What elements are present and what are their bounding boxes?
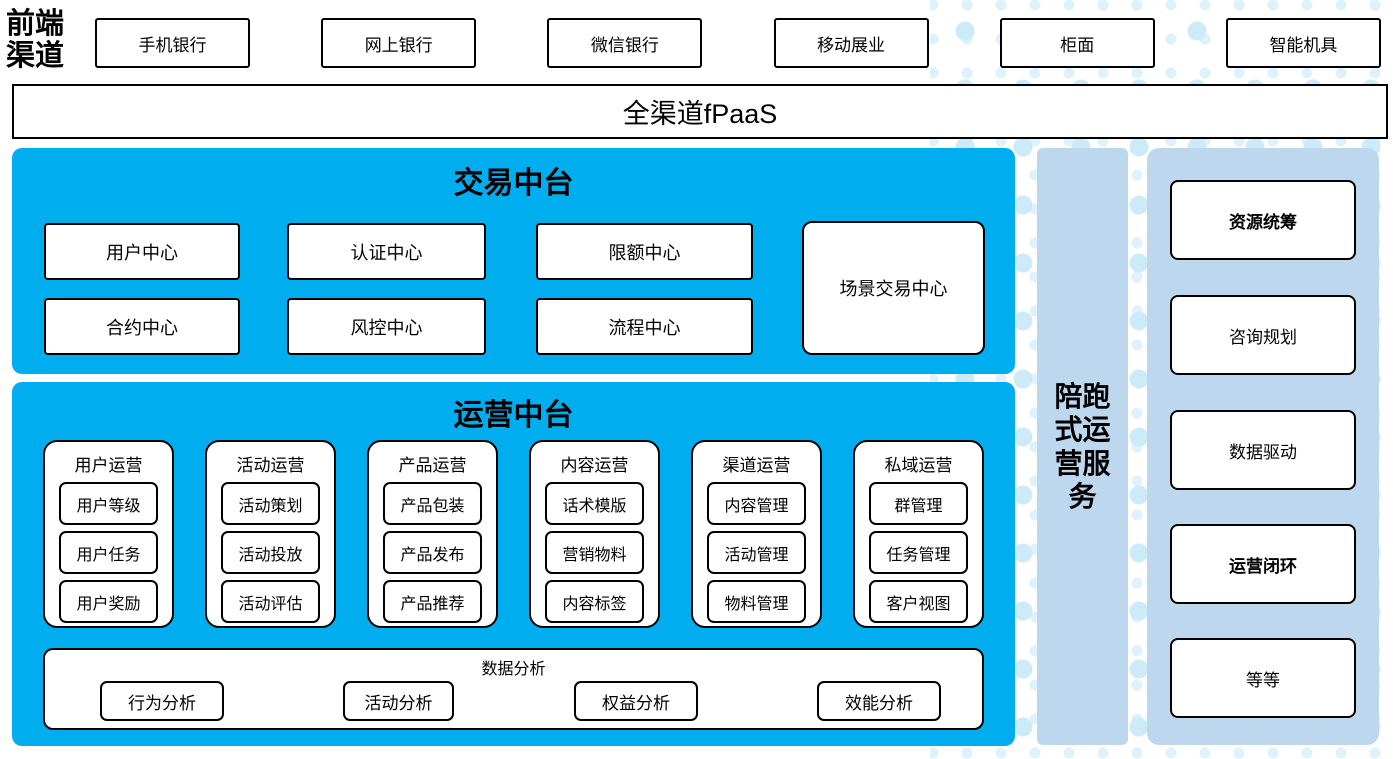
analysis-box-efficiency: 效能分析 bbox=[817, 681, 941, 721]
ops-item: 内容标签 bbox=[545, 580, 644, 623]
right-service-panel: 资源统筹 咨询规划 数据驱动 运营闭环 等等 bbox=[1147, 148, 1379, 745]
operation-platform-block: 运营中台 用户运营 用户等级 用户任务 用户奖励 活动运营 活动策划 活动投放 … bbox=[12, 382, 1015, 746]
ops-item: 活动管理 bbox=[707, 531, 806, 574]
center-box-limit: 限额中心 bbox=[536, 223, 753, 280]
ops-item: 产品包装 bbox=[383, 482, 482, 525]
center-box-contract: 合约中心 bbox=[44, 298, 240, 355]
fpaas-bar: 全渠道fPaaS bbox=[12, 84, 1388, 139]
right-panel-box-operation-loop: 运营闭环 bbox=[1170, 524, 1356, 604]
analysis-box-rights: 权益分析 bbox=[574, 681, 698, 721]
ops-item: 产品推荐 bbox=[383, 580, 482, 623]
side-service-bar: 陪跑式运营服务 bbox=[1037, 148, 1128, 745]
ops-item: 活动策划 bbox=[221, 482, 320, 525]
ops-item: 客户视图 bbox=[869, 580, 968, 623]
ops-column-title: 私域运营 bbox=[884, 456, 953, 475]
ops-column-title: 用户运营 bbox=[74, 456, 143, 475]
ops-item: 群管理 bbox=[869, 482, 968, 525]
center-box-authentication: 认证中心 bbox=[287, 223, 486, 280]
right-panel-box-consulting-planning: 咨询规划 bbox=[1170, 295, 1356, 375]
center-box-scene-transaction: 场景交易中心 bbox=[802, 221, 985, 355]
ops-item: 用户任务 bbox=[59, 531, 158, 574]
data-analysis-strip: 数据分析 行为分析 活动分析 权益分析 效能分析 bbox=[43, 648, 984, 730]
right-panel-box-etc: 等等 bbox=[1170, 638, 1356, 718]
transaction-platform-block: 交易中台 用户中心 认证中心 限额中心 合约中心 风控中心 流程中心 场景交易中… bbox=[12, 148, 1015, 374]
right-panel-box-resource-coordination: 资源统筹 bbox=[1170, 180, 1356, 260]
channel-box-wechat-banking: 微信银行 bbox=[547, 18, 703, 68]
ops-column-title: 活动运营 bbox=[236, 456, 305, 475]
side-service-label: 陪跑式运营服务 bbox=[1054, 381, 1111, 512]
channel-box-mobile-banking: 手机银行 bbox=[95, 18, 250, 68]
ops-column-channel-operation: 渠道运营 内容管理 活动管理 物料管理 bbox=[691, 440, 822, 628]
ops-item: 物料管理 bbox=[707, 580, 806, 623]
ops-column-product-operation: 产品运营 产品包装 产品发布 产品推荐 bbox=[367, 440, 498, 628]
center-box-risk-control: 风控中心 bbox=[287, 298, 486, 355]
ops-item: 营销物料 bbox=[545, 531, 644, 574]
analysis-box-activity: 活动分析 bbox=[343, 681, 454, 721]
operation-columns-row: 用户运营 用户等级 用户任务 用户奖励 活动运营 活动策划 活动投放 活动评估 … bbox=[43, 440, 984, 628]
ops-item: 用户等级 bbox=[59, 482, 158, 525]
ops-item: 用户奖励 bbox=[59, 580, 158, 623]
frontend-channels-label: 前端渠道 bbox=[6, 6, 65, 72]
transaction-platform-title: 交易中台 bbox=[453, 166, 574, 201]
frontend-channels-row: 手机银行 网上银行 微信银行 移动展业 柜面 智能机具 bbox=[95, 18, 1381, 68]
data-analysis-title: 数据分析 bbox=[481, 661, 546, 678]
ops-column-activity-operation: 活动运营 活动策划 活动投放 活动评估 bbox=[205, 440, 336, 628]
center-box-user: 用户中心 bbox=[44, 223, 240, 280]
ops-item: 活动评估 bbox=[221, 580, 320, 623]
ops-column-title: 渠道运营 bbox=[722, 456, 791, 475]
ops-item: 内容管理 bbox=[707, 482, 806, 525]
ops-column-private-domain-operation: 私域运营 群管理 任务管理 客户视图 bbox=[853, 440, 984, 628]
ops-column-user-operation: 用户运营 用户等级 用户任务 用户奖励 bbox=[43, 440, 174, 628]
operation-platform-title: 运营中台 bbox=[453, 398, 574, 433]
ops-column-title: 内容运营 bbox=[560, 456, 629, 475]
ops-item: 任务管理 bbox=[869, 531, 968, 574]
right-panel-box-data-driven: 数据驱动 bbox=[1170, 410, 1356, 490]
channel-box-smart-machines: 智能机具 bbox=[1225, 18, 1381, 68]
channel-box-online-banking: 网上银行 bbox=[321, 18, 477, 68]
channel-box-mobile-business: 移动展业 bbox=[773, 18, 929, 68]
ops-item: 产品发布 bbox=[383, 531, 482, 574]
ops-item: 话术模版 bbox=[545, 482, 644, 525]
channel-box-counter: 柜面 bbox=[999, 18, 1155, 68]
ops-item: 活动投放 bbox=[221, 531, 320, 574]
center-box-process: 流程中心 bbox=[536, 298, 753, 355]
ops-column-title: 产品运营 bbox=[398, 456, 467, 475]
analysis-box-behavior: 行为分析 bbox=[100, 681, 224, 721]
ops-column-content-operation: 内容运营 话术模版 营销物料 内容标签 bbox=[529, 440, 660, 628]
